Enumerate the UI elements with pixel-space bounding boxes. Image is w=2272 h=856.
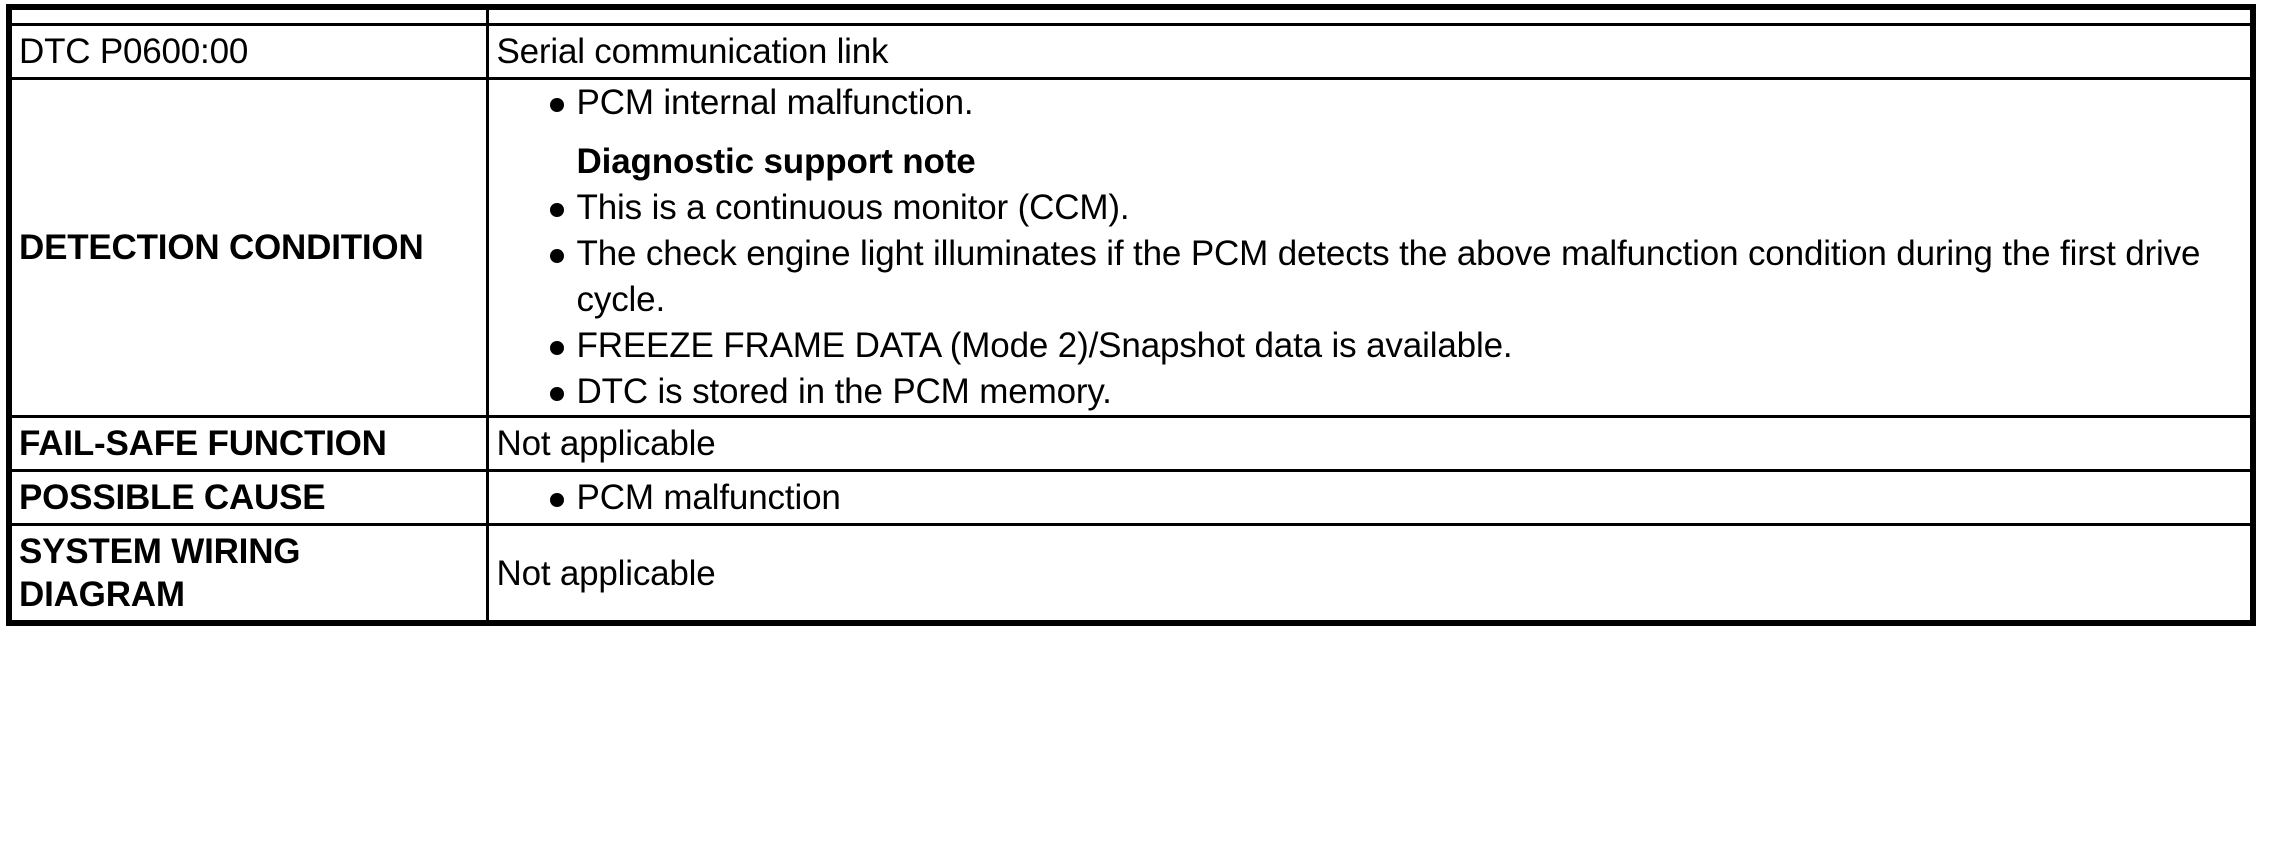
fail-safe-function-value: Not applicable [496,424,716,463]
list-item: This is a continuous monitor (CCM). [489,185,2251,231]
row-value-cell-dtc: Serial communication link [485,23,2255,80]
row-value-cell-possible-cause: PCM malfunction [485,469,2255,526]
dtc-code-label: DTC P0600:00 [19,32,249,71]
table-row-system-wiring-diagram: SYSTEM WIRING DIAGRAM Not applicable [7,523,2255,625]
row-label-cell-dtc: DTC P0600:00 [7,23,489,80]
row-value-cell-system-wiring-diagram: Not applicable [485,523,2255,625]
list-item: DTC is stored in the PCM memory. [489,369,2251,415]
table-row-detection-condition: DETECTION CONDITION PCM internal malfunc… [7,77,2255,418]
dtc-description-value: Serial communication link [496,32,889,71]
list-item: PCM malfunction [489,475,2251,521]
row-label-cell-fail-safe-function: FAIL-SAFE FUNCTION [7,415,489,472]
spacer-cell-value [485,7,2255,26]
fail-safe-function-label: FAIL-SAFE FUNCTION [19,424,387,463]
row-value-cell-detection-condition: PCM internal malfunction. Diagnostic sup… [485,77,2255,418]
possible-cause-label: POSSIBLE CAUSE [19,478,326,517]
row-label-cell-system-wiring-diagram: SYSTEM WIRING DIAGRAM [7,523,489,625]
spacer-cell-label [7,7,489,26]
table-row-dtc: DTC P0600:00 Serial communication link [7,23,2255,80]
system-wiring-diagram-label-line2: DIAGRAM [19,575,185,614]
table-row-possible-cause: POSSIBLE CAUSE PCM malfunction [7,469,2255,526]
system-wiring-diagram-value: Not applicable [496,553,716,593]
system-wiring-diagram-label: SYSTEM WIRING DIAGRAM [12,526,486,620]
dtc-diagnostic-table: DTC P0600:00 Serial communication link D… [6,4,2256,626]
diagnostic-support-note-heading: Diagnostic support note [576,142,976,181]
row-value-cell-fail-safe-function: Not applicable [485,415,2255,472]
row-label-cell-detection-condition: DETECTION CONDITION [7,77,489,418]
system-wiring-diagram-label-line1: SYSTEM WIRING [19,532,301,571]
row-label-cell-possible-cause: POSSIBLE CAUSE [7,469,489,526]
table-row-fail-safe-function: FAIL-SAFE FUNCTION Not applicable [7,415,2255,472]
list-item: FREEZE FRAME DATA (Mode 2)/Snapshot data… [489,323,2251,369]
possible-cause-list: PCM malfunction [489,475,2251,521]
list-item: The check engine light illuminates if th… [489,231,2251,323]
detection-condition-label: DETECTION CONDITION [19,228,424,267]
detection-condition-list: PCM internal malfunction. Diagnostic sup… [489,80,2251,415]
list-item: PCM internal malfunction. [489,80,2251,126]
table-spacer-row [7,7,2255,26]
